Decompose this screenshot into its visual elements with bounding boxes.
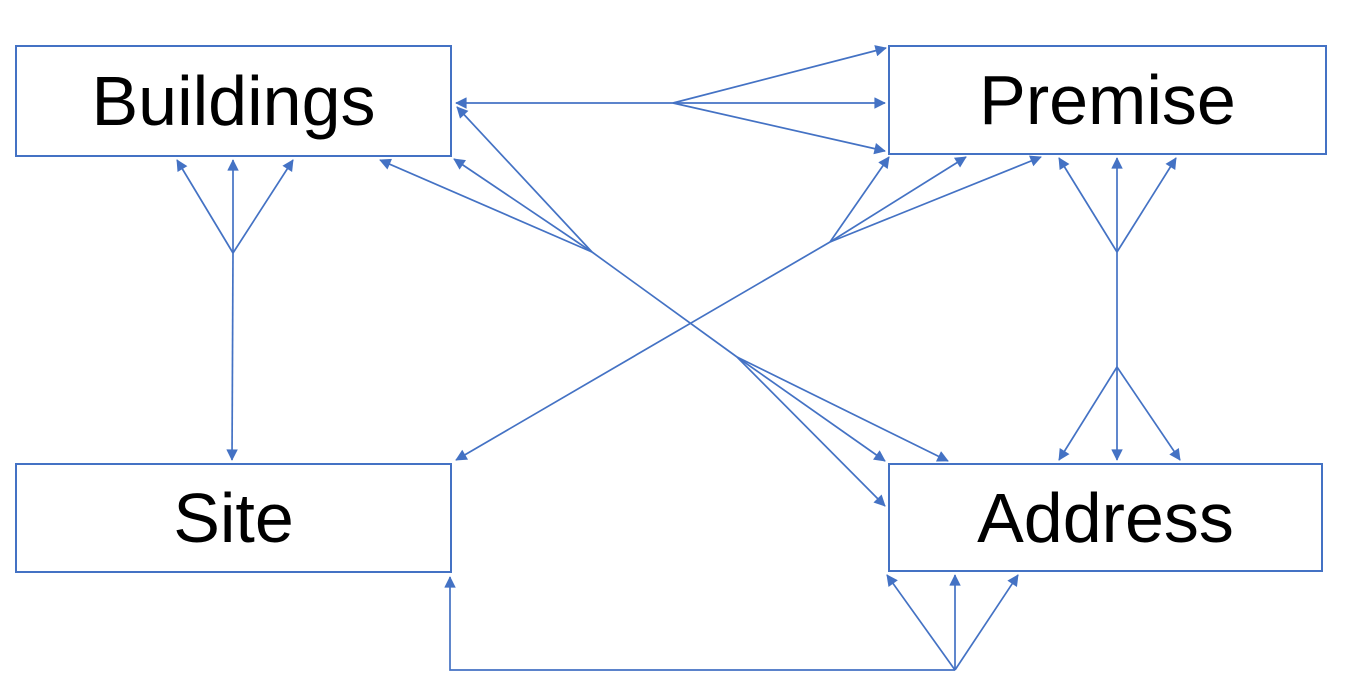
edge-site-premise	[455, 155, 1042, 461]
node-premise-label: Premise	[979, 61, 1236, 139]
node-buildings: Buildings	[15, 45, 452, 157]
edge-buildings-premise	[455, 45, 887, 155]
node-site: Site	[15, 463, 452, 573]
node-address: Address	[888, 463, 1323, 572]
edge-premise-address	[1058, 157, 1181, 461]
node-address-label: Address	[977, 478, 1234, 557]
edge-buildings-site	[176, 159, 294, 461]
edge-buildings-address	[379, 106, 949, 507]
node-premise: Premise	[888, 45, 1327, 155]
node-site-label: Site	[173, 479, 294, 557]
node-buildings-label: Buildings	[91, 62, 376, 140]
edge-site-address	[444, 574, 1019, 671]
